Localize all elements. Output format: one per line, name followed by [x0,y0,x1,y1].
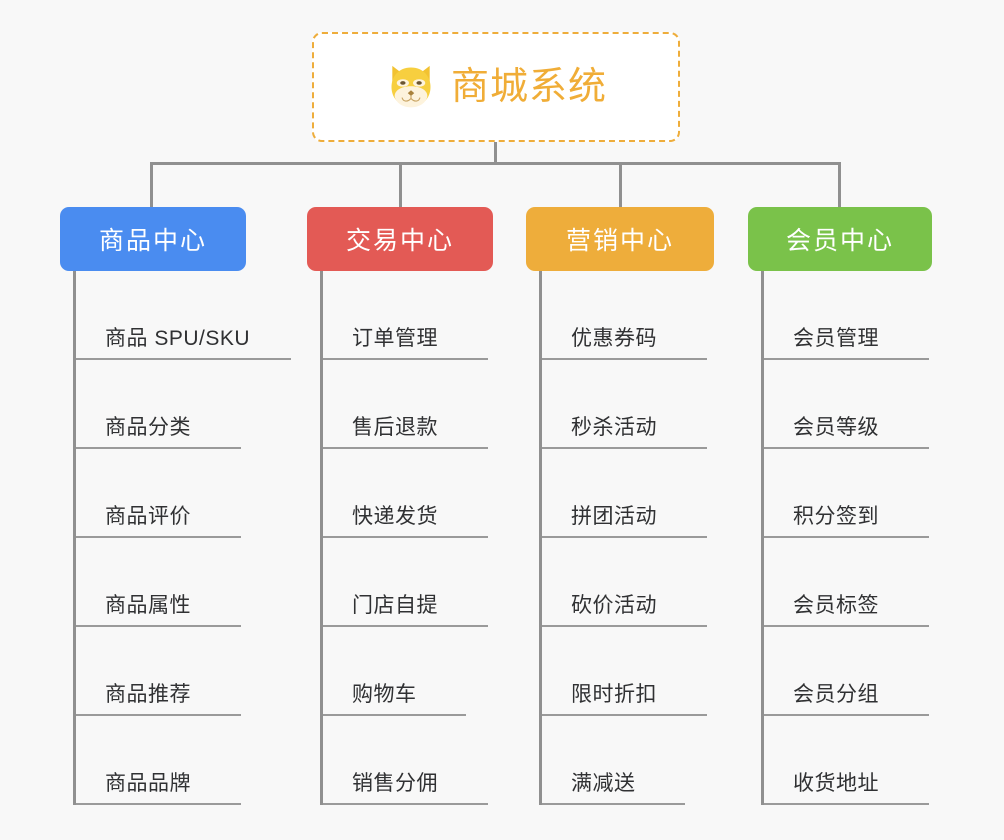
leaf-item-label: 订单管理 [352,326,438,350]
leaf-item-underline [764,536,929,538]
leaf-item-underline [542,447,707,449]
leaf-item-label: 拼团活动 [571,504,657,528]
leaf-item[interactable]: 商品品牌 [73,716,246,805]
branch-header-3[interactable]: 营销中心 [526,207,714,271]
leaf-list: 商品 SPU/SKU 商品分类商品评价商品属性商品推荐商品品牌 [60,271,291,805]
branch-spine [320,271,323,805]
connector-drop-1 [150,162,153,208]
leaf-item[interactable]: 会员标签 [761,538,932,627]
leaf-list: 会员管理会员等级积分签到会员标签会员分组收货地址 [748,271,932,805]
leaf-item[interactable]: 门店自提 [320,538,493,627]
leaf-item-underline [542,358,707,360]
leaf-item-underline [764,803,929,805]
root-node[interactable]: 商城系统 [312,32,680,142]
leaf-item-underline [323,625,488,627]
leaf-item-label: 砍价活动 [571,593,657,617]
leaf-item-underline [76,714,241,716]
branch-spine [73,271,76,805]
leaf-item[interactable]: 限时折扣 [539,627,714,716]
leaf-item-label: 会员分组 [793,682,879,706]
leaf-item-underline [542,803,685,805]
leaf-item-underline [323,358,488,360]
leaf-item-label: 购物车 [352,682,417,706]
branch-header-2[interactable]: 交易中心 [307,207,493,271]
leaf-item[interactable]: 商品属性 [73,538,246,627]
leaf-item-label: 满减送 [571,771,636,795]
branch-column: 营销中心优惠券码秒杀活动拼团活动砍价活动限时折扣满减送 [526,207,714,805]
leaf-item-label: 商品评价 [105,504,191,528]
leaf-item-underline [76,803,241,805]
leaf-item[interactable]: 售后退款 [320,360,493,449]
leaf-item-label: 优惠券码 [571,326,657,350]
leaf-item-underline [323,447,488,449]
leaf-item-label: 商品 SPU/SKU [105,326,251,350]
leaf-item-label: 会员标签 [793,593,879,617]
leaf-item[interactable]: 会员分组 [761,627,932,716]
connector-drop-3 [619,162,622,208]
leaf-item[interactable]: 优惠券码 [539,271,714,360]
connector-bus [150,162,838,165]
leaf-item-underline [323,536,488,538]
leaf-item[interactable]: 秒杀活动 [539,360,714,449]
leaf-item-underline [323,803,488,805]
leaf-item-label: 会员等级 [793,415,879,439]
leaf-item[interactable]: 会员管理 [761,271,932,360]
leaf-item[interactable]: 满减送 [539,716,714,805]
leaf-item-label: 会员管理 [793,326,879,350]
branch-column: 商品中心商品 SPU/SKU 商品分类商品评价商品属性商品推荐商品品牌 [60,207,291,805]
leaf-item[interactable]: 销售分佣 [320,716,493,805]
leaf-list: 订单管理售后退款快递发货门店自提购物车销售分佣 [307,271,493,805]
leaf-item-label: 商品品牌 [105,771,191,795]
leaf-item[interactable]: 积分签到 [761,449,932,538]
leaf-item[interactable]: 商品推荐 [73,627,246,716]
leaf-item-label: 商品推荐 [105,682,191,706]
leaf-item[interactable]: 拼团活动 [539,449,714,538]
leaf-list: 优惠券码秒杀活动拼团活动砍价活动限时折扣满减送 [526,271,714,805]
connector-drop-2 [399,162,402,208]
leaf-item-label: 商品属性 [105,593,191,617]
leaf-item-underline [542,714,707,716]
leaf-item-underline [76,536,241,538]
leaf-item-underline [764,447,929,449]
leaf-item[interactable]: 购物车 [320,627,493,716]
leaf-item-underline [542,625,707,627]
leaf-item-underline [76,447,241,449]
branch-spine [539,271,542,805]
leaf-item-underline [764,625,929,627]
leaf-item-label: 商品分类 [105,415,191,439]
leaf-item-underline [764,358,929,360]
leaf-item[interactable]: 商品 SPU/SKU [73,271,291,360]
branch-header-4[interactable]: 会员中心 [748,207,932,271]
branch-column: 交易中心订单管理售后退款快递发货门店自提购物车销售分佣 [307,207,493,805]
connector-drop-4 [838,162,841,208]
connector-root-stem [494,142,497,164]
leaf-item-label: 限时折扣 [571,682,657,706]
leaf-item-label: 售后退款 [352,415,438,439]
leaf-item[interactable]: 收货地址 [761,716,932,805]
shiba-inu-dog-icon [385,61,437,113]
leaf-item-label: 销售分佣 [352,771,438,795]
leaf-item-label: 快递发货 [352,504,438,528]
leaf-item[interactable]: 商品分类 [73,360,246,449]
leaf-item-label: 收货地址 [793,771,879,795]
leaf-item[interactable]: 订单管理 [320,271,493,360]
leaf-item-underline [542,536,707,538]
branch-spine [761,271,764,805]
leaf-item-underline [76,625,241,627]
leaf-item[interactable]: 商品评价 [73,449,246,538]
branch-header-1[interactable]: 商品中心 [60,207,246,271]
leaf-item[interactable]: 砍价活动 [539,538,714,627]
branch-column: 会员中心会员管理会员等级积分签到会员标签会员分组收货地址 [748,207,932,805]
leaf-item-label: 积分签到 [793,504,879,528]
leaf-item[interactable]: 快递发货 [320,449,493,538]
leaf-item-underline [76,358,291,360]
leaf-item-underline [764,714,929,716]
leaf-item-label: 门店自提 [352,593,438,617]
root-title: 商城系统 [450,66,607,108]
leaf-item-underline [323,714,466,716]
leaf-item[interactable]: 会员等级 [761,360,932,449]
leaf-item-label: 秒杀活动 [571,415,657,439]
